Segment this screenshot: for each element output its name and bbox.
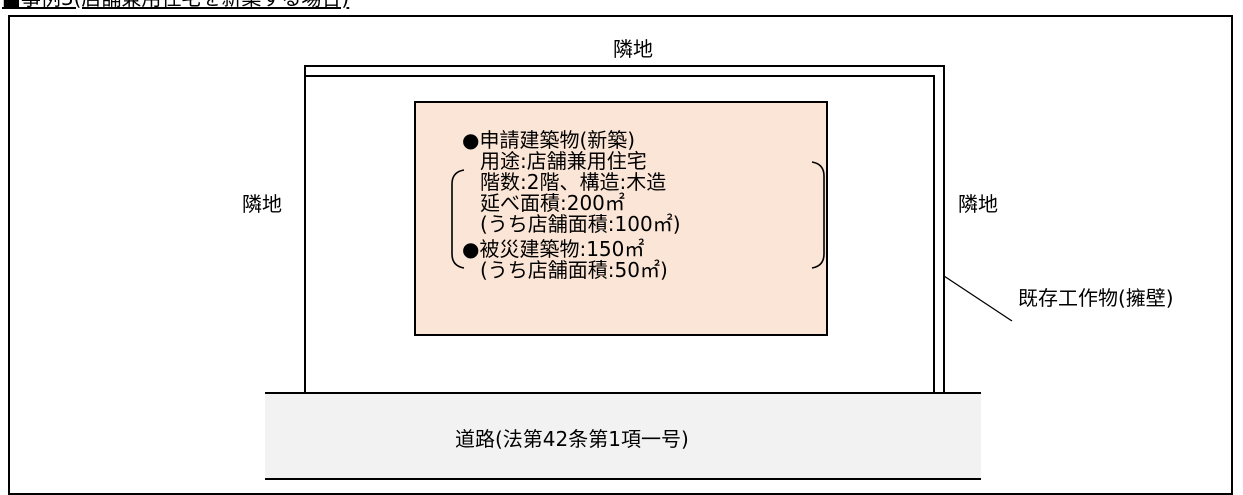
building-floor-area: 延べ面積:200㎡: [480, 191, 625, 215]
neighbor-label-top: 隣地: [613, 37, 653, 61]
proposed-building: [414, 101, 828, 336]
damaged-building: ●被災建築物:150㎡: [462, 237, 645, 261]
road: [265, 393, 981, 480]
building-shop-area: (うち店舗面積:100㎡): [480, 212, 681, 236]
neighbor-label-left: 隣地: [242, 192, 282, 216]
heading-clip: ■事例3(店舗兼用住宅を新築する場合): [0, 0, 620, 14]
road-bottom-edge: [265, 478, 981, 480]
damaged-shop-area: (うち店舗面積:50㎡): [480, 258, 668, 282]
building-floors-structure: 階数:2階、構造:木造: [480, 170, 667, 194]
road-top-edge: [265, 392, 981, 394]
existing-structure-label: 既存工作物(擁壁): [1018, 286, 1174, 310]
retaining-wall-inner-line: [304, 75, 935, 395]
retaining-wall-outer-line: [304, 65, 945, 395]
road-label: 道路(法第42条第1項一号): [455, 427, 689, 451]
neighbor-label-right: 隣地: [958, 192, 998, 216]
building-title: ●申請建築物(新築): [462, 128, 636, 152]
case-heading: ■事例3(店舗兼用住宅を新築する場合): [2, 0, 349, 10]
building-use: 用途:店舗兼用住宅: [480, 149, 647, 173]
